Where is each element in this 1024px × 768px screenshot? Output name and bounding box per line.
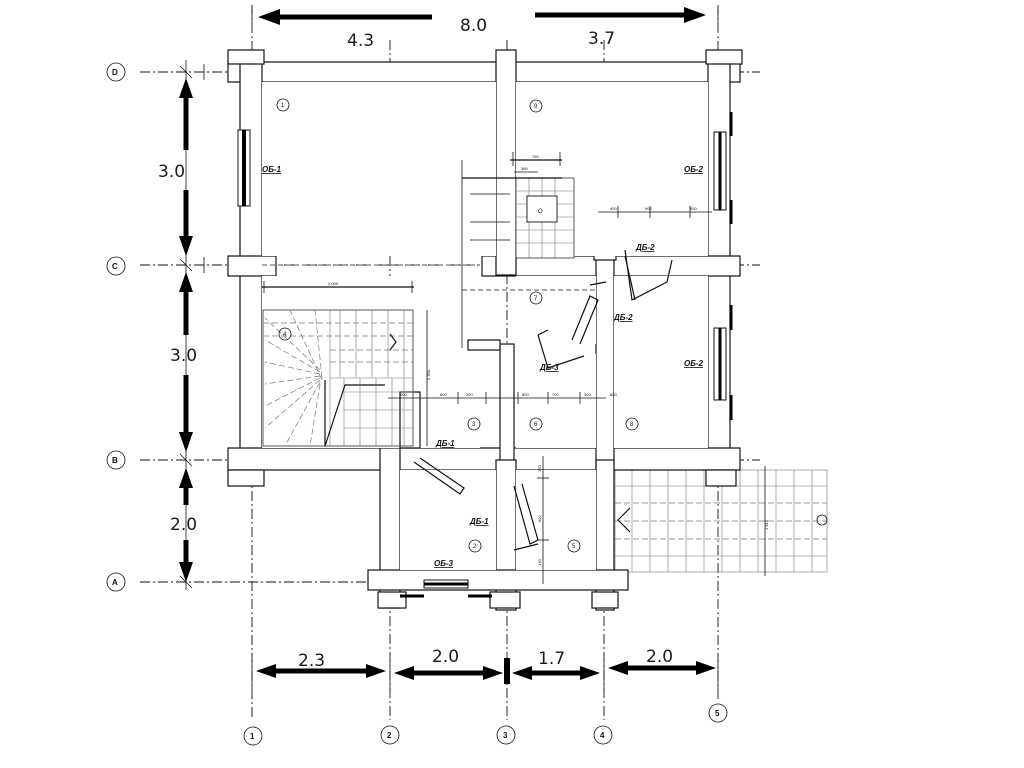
- inner-dimension-chains: 400 900 400 400 800 300 800 700 300 800 …: [388, 206, 712, 584]
- doors: [413, 249, 673, 551]
- hall-dim-1: 170: [537, 465, 542, 472]
- mid-dim-7: 800: [610, 392, 617, 397]
- dim-4-5-label: 2.0: [646, 647, 673, 667]
- right-width-label: 3.7: [588, 29, 615, 49]
- door-label-db2-top: ДБ-2: [635, 243, 655, 252]
- axis-label-d: D: [112, 68, 118, 77]
- room-number-5: 5: [572, 544, 576, 550]
- right-dim-1: 400: [610, 206, 617, 211]
- dim-c-b-label: 3.0: [170, 346, 197, 366]
- window-label-ob2-top: ОБ-2: [684, 165, 704, 174]
- dim-b-a-label: 2.0: [170, 515, 197, 535]
- axis-marker-d: [106, 62, 126, 82]
- hall-dim-3: 130: [537, 559, 542, 566]
- left-width-label: 4.3: [347, 31, 374, 51]
- axis-marker-5: [708, 703, 728, 723]
- column-axis-markers: 1 2 3 4 5: [243, 703, 728, 746]
- walls: [227, 49, 743, 611]
- row-axis-markers: D C B A: [106, 62, 126, 592]
- door-label-db1-bottom: ДБ-1: [469, 517, 489, 526]
- axis-marker-a: [106, 572, 126, 592]
- axis-label-4: 4: [600, 731, 605, 740]
- room-number-7: 7: [534, 296, 538, 302]
- stove-width-label: 760: [532, 154, 539, 159]
- mid-dim-1: 400: [400, 392, 407, 397]
- window-label-ob2-mid: ОБ-2: [684, 359, 704, 368]
- mid-dim-4: 800: [522, 392, 529, 397]
- axis-label-3: 3: [503, 731, 508, 740]
- room-numbers: 1 9 4 7 3 6 8 2 5: [276, 98, 639, 553]
- axis-label-b: B: [112, 456, 118, 465]
- dim-3-4-label: 1.7: [538, 649, 565, 669]
- top-dimension: 8.0 4.3 3.7: [251, 7, 719, 51]
- stove-inner-label: 380: [521, 166, 528, 171]
- axis-label-a: A: [112, 578, 118, 587]
- stair-width-label: 2 000: [328, 281, 339, 286]
- axis-marker-c: [106, 256, 126, 276]
- stair-height-label: 2 300: [426, 369, 431, 380]
- axis-label-2: 2: [387, 731, 392, 740]
- stove-firebox: [526, 195, 558, 223]
- window-label-ob1: ОБ-1: [262, 165, 282, 174]
- axis-marker-4: [593, 725, 613, 745]
- axis-label-1: 1: [250, 732, 255, 741]
- room-number-4: 4: [283, 332, 287, 338]
- porch-steps: 1 610: [614, 466, 828, 576]
- mid-dim-5: 700: [552, 392, 559, 397]
- room-number-3: 3: [472, 422, 476, 428]
- mid-dim-3: 300: [466, 392, 473, 397]
- right-dim-2: 900: [645, 206, 652, 211]
- hall-dim-2: 900: [537, 515, 542, 522]
- dim-d-c-label: 3.0: [158, 162, 185, 182]
- staircase: 2 000 2 300: [262, 281, 431, 447]
- dim-1-2-label: 2.3: [298, 651, 325, 671]
- stove-symbol: O: [538, 209, 543, 215]
- left-dimensions: 3.0 3.0 2.0: [158, 60, 205, 590]
- axis-marker-1: [243, 726, 263, 746]
- mid-dim-6: 300: [584, 392, 591, 397]
- windows: [237, 112, 733, 598]
- axis-label-c: C: [112, 262, 118, 271]
- room-number-9: 9: [534, 104, 538, 110]
- porch-length-label: 1 610: [764, 519, 769, 530]
- mid-dim-2: 800: [440, 392, 447, 397]
- axis-marker-3: [496, 725, 516, 745]
- window-label-ob3: ОБ-3: [434, 559, 454, 568]
- room-number-2: 2: [473, 544, 477, 550]
- total-width-label: 8.0: [460, 16, 487, 36]
- room-number-1: 1: [281, 103, 285, 109]
- door-label-db1-top: ДБ-1: [435, 439, 455, 448]
- bottom-dimensions: 2.3 2.0 1.7 2.0: [251, 647, 719, 690]
- stove: O 760 380: [461, 152, 575, 348]
- room-number-8: 8: [630, 422, 634, 428]
- room-number-6: 6: [534, 422, 538, 428]
- dim-2-3-label: 2.0: [432, 647, 459, 667]
- opening-labels: ОБ-1 ОБ-2 ОБ-2 ОБ-3 ДБ-2 ДБ-2 ДБ-3 ДБ-1 …: [262, 165, 704, 568]
- hidden-lines: [262, 264, 596, 291]
- axis-label-5: 5: [715, 709, 720, 718]
- axis-marker-b: [106, 450, 126, 470]
- door-label-db2-mid: ДБ-2: [613, 313, 633, 322]
- right-dim-3: 400: [690, 206, 697, 211]
- door-label-db3: ДБ-3: [539, 363, 559, 372]
- axis-marker-2: [380, 725, 400, 745]
